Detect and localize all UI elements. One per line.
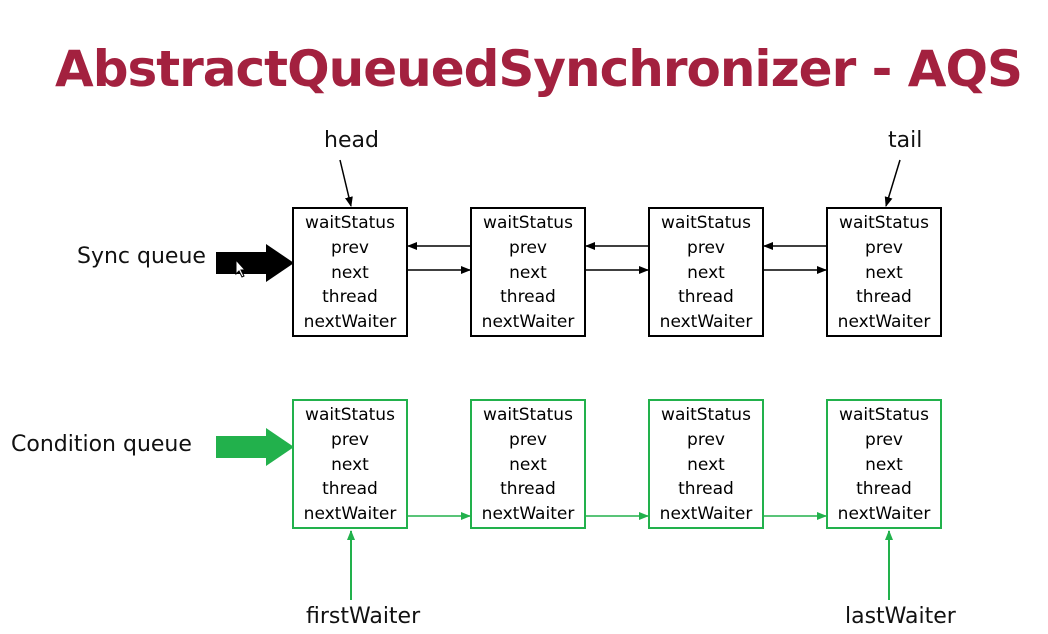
wait-status-field: waitStatus bbox=[483, 213, 573, 233]
wait-status-field: waitStatus bbox=[839, 213, 929, 233]
prev-field: prev bbox=[509, 429, 547, 450]
next-waiter-field: nextWaiter bbox=[303, 504, 397, 524]
next-waiter-field: nextWaiter bbox=[481, 504, 575, 524]
thread-field: thread bbox=[322, 479, 378, 500]
next-field: next bbox=[331, 262, 369, 283]
condition-node: waitStatus prev next thread nextWaiter bbox=[826, 399, 942, 529]
sync-node: waitStatus prev next thread nextWaiter bbox=[826, 207, 942, 337]
next-field: next bbox=[687, 262, 725, 283]
wait-status-field: waitStatus bbox=[661, 405, 751, 425]
condition-queue-label: Condition queue bbox=[11, 432, 192, 457]
wait-status-field: waitStatus bbox=[661, 213, 751, 233]
last-waiter-label: lastWaiter bbox=[845, 604, 956, 629]
next-waiter-field: nextWaiter bbox=[837, 504, 931, 524]
next-waiter-field: nextWaiter bbox=[659, 504, 753, 524]
prev-field: prev bbox=[865, 237, 903, 258]
page-title: AbstractQueuedSynchronizer - AQS bbox=[55, 40, 1023, 98]
thread-field: thread bbox=[856, 479, 912, 500]
prev-field: prev bbox=[687, 237, 725, 258]
thread-field: thread bbox=[856, 287, 912, 308]
prev-field: prev bbox=[509, 237, 547, 258]
thread-field: thread bbox=[678, 287, 734, 308]
condition-node: waitStatus prev next thread nextWaiter bbox=[648, 399, 764, 529]
tail-label: tail bbox=[888, 128, 923, 153]
first-waiter-label: firstWaiter bbox=[306, 604, 421, 629]
next-field: next bbox=[865, 454, 903, 475]
sync-node: waitStatus prev next thread nextWaiter bbox=[470, 207, 586, 337]
thread-field: thread bbox=[322, 287, 378, 308]
condition-node: waitStatus prev next thread nextWaiter bbox=[292, 399, 408, 529]
wait-status-field: waitStatus bbox=[839, 405, 929, 425]
wait-status-field: waitStatus bbox=[483, 405, 573, 425]
head-pointer-arrow bbox=[339, 159, 353, 207]
mouse-cursor-icon bbox=[235, 258, 247, 278]
next-field: next bbox=[509, 262, 547, 283]
next-waiter-field: nextWaiter bbox=[659, 312, 753, 332]
sync-node: waitStatus prev next thread nextWaiter bbox=[648, 207, 764, 337]
prev-field: prev bbox=[331, 429, 369, 450]
thread-field: thread bbox=[678, 479, 734, 500]
next-waiter-field: nextWaiter bbox=[481, 312, 575, 332]
next-waiter-field: nextWaiter bbox=[837, 312, 931, 332]
prev-field: prev bbox=[865, 429, 903, 450]
next-field: next bbox=[509, 454, 547, 475]
thread-field: thread bbox=[500, 287, 556, 308]
condition-node: waitStatus prev next thread nextWaiter bbox=[470, 399, 586, 529]
wait-status-field: waitStatus bbox=[305, 405, 395, 425]
sync-entry-arrow bbox=[216, 244, 294, 282]
next-field: next bbox=[331, 454, 369, 475]
next-waiter-field: nextWaiter bbox=[303, 312, 397, 332]
next-field: next bbox=[687, 454, 725, 475]
sync-node: waitStatus prev next thread nextWaiter bbox=[292, 207, 408, 337]
prev-field: prev bbox=[331, 237, 369, 258]
head-label: head bbox=[324, 128, 379, 153]
prev-field: prev bbox=[687, 429, 725, 450]
next-field: next bbox=[865, 262, 903, 283]
wait-status-field: waitStatus bbox=[305, 213, 395, 233]
tail-pointer-arrow bbox=[884, 159, 901, 207]
condition-entry-arrow bbox=[216, 428, 294, 466]
thread-field: thread bbox=[500, 479, 556, 500]
sync-queue-label: Sync queue bbox=[77, 244, 206, 269]
